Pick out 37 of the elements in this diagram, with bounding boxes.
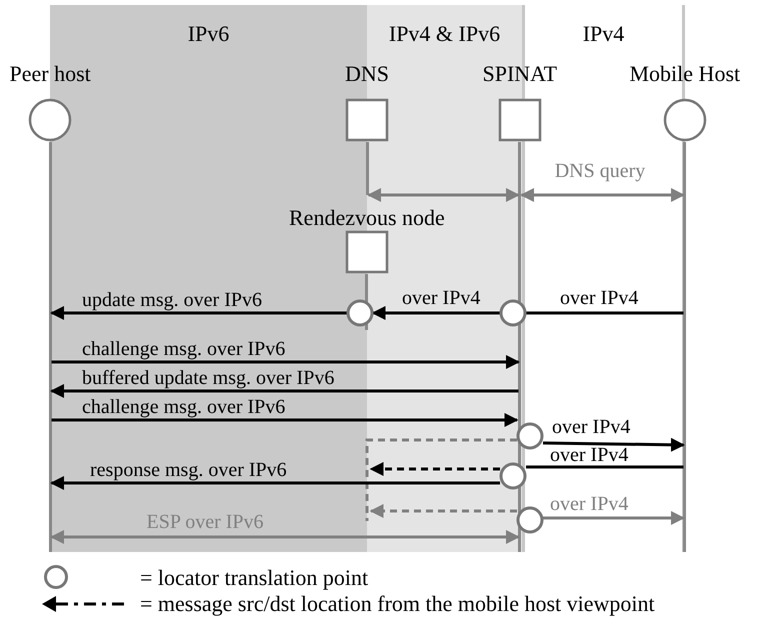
participant-label: SPINAT xyxy=(482,62,558,86)
arrow xyxy=(542,438,685,452)
edge-label: DNS query xyxy=(554,160,646,182)
edge-label: buffered update msg. over IPv6 xyxy=(82,367,334,389)
participant-label: DNS xyxy=(345,62,390,86)
edge-label: over IPv4 xyxy=(550,493,628,515)
band-title: IPv6 xyxy=(186,21,230,47)
edge-label: challenge msg. over IPv6 xyxy=(82,338,286,360)
participant-label: Mobile Host xyxy=(630,62,740,86)
edge-label: over IPv4 xyxy=(402,287,480,309)
arrow xyxy=(543,511,685,525)
dashed-arrow xyxy=(370,504,517,518)
dashed-arrow xyxy=(370,462,500,476)
arrow xyxy=(52,355,520,369)
edge-label: ESP over IPv6 xyxy=(146,511,264,533)
network-band-header xyxy=(367,5,522,57)
band-title: IPv4 xyxy=(582,21,626,47)
arrow xyxy=(50,476,500,490)
network-band-header xyxy=(50,5,367,57)
arrow xyxy=(520,188,685,202)
arrow xyxy=(50,384,518,398)
legend-text: = locator translation point xyxy=(140,566,368,590)
band-title: IPv4 & IPv6 xyxy=(388,21,502,47)
arrow xyxy=(50,306,347,320)
participant-label: Peer host xyxy=(10,62,91,86)
edge-label: over IPv4 xyxy=(560,287,638,309)
arrow xyxy=(367,188,520,202)
edge-label: update msg. over IPv6 xyxy=(82,289,262,311)
legend-text: = message src/dst location from the mobile host viewpoint xyxy=(140,592,655,616)
participant-label: Rendezvous node xyxy=(289,206,445,230)
edge-label: challenge msg. over IPv6 xyxy=(82,396,286,418)
arrow xyxy=(50,530,520,544)
arrow xyxy=(52,413,518,427)
edge-label: over IPv4 xyxy=(552,416,630,438)
edge-label: over IPv4 xyxy=(550,444,628,466)
edge-label: response msg. over IPv6 xyxy=(90,459,287,481)
arrow xyxy=(372,306,500,320)
